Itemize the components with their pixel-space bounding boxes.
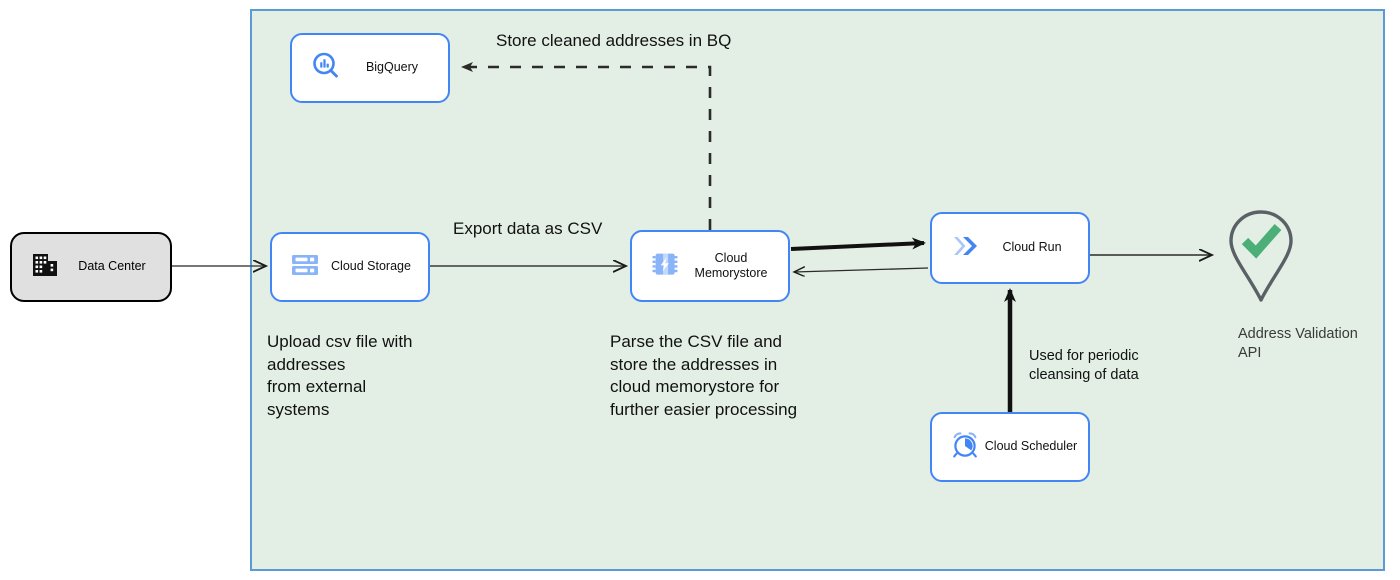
caption-upload-csv: Upload csv file with addresses from exte… xyxy=(267,332,413,419)
caption-periodic-cleansing: Used for periodic cleansing of data xyxy=(1029,348,1139,384)
cloud-run-icon xyxy=(950,231,982,266)
node-label-cloud-storage: Cloud Storage xyxy=(331,259,411,274)
node-label-cloud-run: Cloud Run xyxy=(1002,240,1062,255)
map-pin-check-icon xyxy=(1222,206,1300,306)
node-label-bigquery: BigQuery xyxy=(365,60,419,75)
edge-label-store-in-bq: Store cleaned addresses in BQ xyxy=(496,31,732,50)
node-cloud-scheduler[interactable]: Cloud Scheduler xyxy=(930,412,1090,482)
cloud-scheduler-icon xyxy=(950,430,980,465)
label-address-validation-api: Address Validation API xyxy=(1238,326,1358,362)
node-cloud-run[interactable]: Cloud Run xyxy=(930,212,1090,284)
caption-parse-csv: Parse the CSV file and store the address… xyxy=(610,332,798,419)
node-label-cloud-memorystore: Cloud Memorystore xyxy=(694,250,768,280)
edge-label-export-csv: Export data as CSV xyxy=(453,219,603,238)
cloud-storage-icon xyxy=(290,250,320,285)
node-bigquery[interactable]: BigQuery xyxy=(290,33,450,103)
node-data-center[interactable]: Data Center xyxy=(10,232,172,302)
node-cloud-memorystore[interactable]: Cloud Memorystore xyxy=(630,230,790,302)
node-label-cloud-scheduler: Cloud Scheduler xyxy=(984,439,1078,454)
node-label-data-center: Data Center xyxy=(78,259,146,274)
cloud-memorystore-icon xyxy=(650,249,680,284)
bigquery-icon xyxy=(310,50,342,87)
building-icon xyxy=(30,250,60,285)
node-cloud-storage[interactable]: Cloud Storage xyxy=(270,232,430,302)
